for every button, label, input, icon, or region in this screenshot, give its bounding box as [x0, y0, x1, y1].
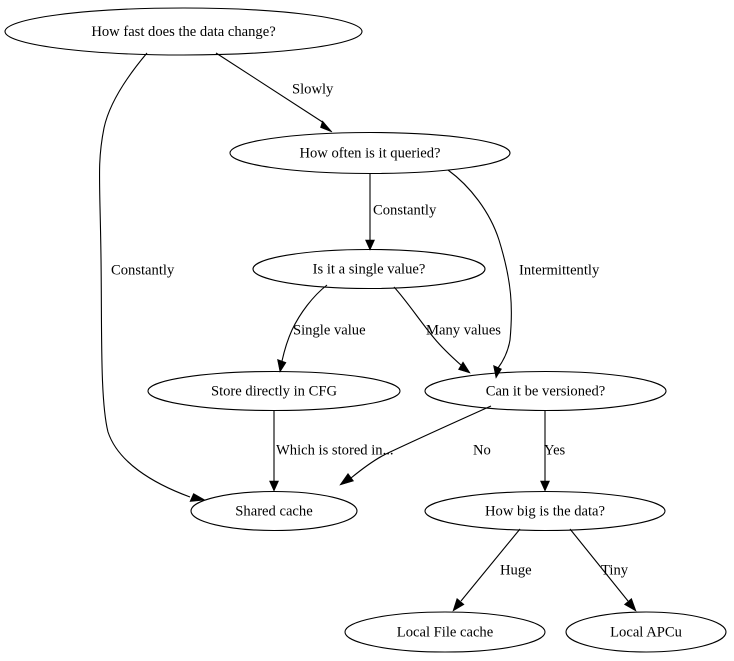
arrowhead — [269, 480, 279, 492]
edge-line — [215, 52, 325, 124]
node-shared-cache[interactable]: Shared cache — [190, 490, 358, 532]
arrowhead — [452, 597, 465, 612]
edge-versioned-to-how-big[interactable]: Yes — [540, 410, 566, 492]
node-shape — [190, 490, 358, 532]
node-shape — [565, 611, 727, 653]
node-local-file-cache[interactable]: Local File cache — [344, 611, 546, 653]
arrowhead — [189, 493, 206, 502]
edge-how-big-to-local-apcu[interactable]: Tiny — [569, 528, 637, 612]
edge-line — [569, 528, 629, 602]
node-label: Local APCu — [610, 624, 682, 640]
node-label: How fast does the data change? — [91, 24, 275, 40]
node-shape — [344, 611, 546, 653]
node-label: Store directly in CFG — [211, 383, 338, 399]
node-shape — [252, 248, 486, 290]
node-label: Shared cache — [235, 503, 312, 519]
edge-label: No — [473, 442, 491, 458]
edge-label: Single value — [293, 322, 366, 338]
arrowhead — [320, 120, 333, 133]
node-shape — [229, 131, 511, 175]
edge-line — [281, 284, 328, 362]
edge-label: Yes — [544, 442, 566, 458]
node-is-it-a-single-value[interactable]: Is it a single value? — [252, 248, 486, 290]
arrowhead — [458, 361, 471, 374]
node-how-fast-does-the-data-change[interactable]: How fast does the data change? — [4, 7, 363, 56]
arrowhead — [493, 364, 502, 379]
node-shape — [147, 370, 401, 412]
node-label: Local File cache — [397, 624, 493, 640]
node-can-it-be-versioned[interactable]: Can it be versioned? — [424, 370, 667, 412]
node-how-often-is-it-queried[interactable]: How often is it queried? — [229, 131, 511, 175]
edge-single-value-to-versioned[interactable]: Many values — [393, 286, 501, 374]
edge-single-value-to-store-cfg[interactable]: Single value — [277, 284, 366, 373]
arrowhead — [339, 472, 354, 486]
node-label: How big is the data? — [485, 503, 605, 519]
edge-how-big-to-local-file[interactable]: Huge — [452, 528, 532, 612]
edge-line — [98, 52, 191, 498]
node-how-big-is-the-data[interactable]: How big is the data? — [424, 490, 666, 532]
node-label: Is it a single value? — [313, 261, 426, 277]
edge-label: Tiny — [601, 562, 629, 578]
edge-line — [350, 405, 492, 479]
edge-versioned-to-shared-cache[interactable]: No — [339, 405, 492, 486]
arrowhead — [277, 359, 287, 373]
node-shape — [424, 370, 667, 412]
edge-line — [447, 169, 512, 369]
node-store-directly-in-cfg[interactable]: Store directly in CFG — [147, 370, 401, 412]
edge-label: Slowly — [292, 81, 334, 97]
edge-label: Many values — [426, 322, 501, 338]
arrowhead — [365, 239, 375, 251]
edge-how-fast-to-how-often[interactable]: Slowly — [215, 52, 334, 133]
node-shape — [424, 490, 666, 532]
edge-label: Intermittently — [519, 262, 600, 278]
edge-label: Huge — [500, 562, 532, 578]
edge-line — [460, 528, 521, 602]
edge-how-fast-to-shared-cache[interactable]: Constantly — [98, 52, 206, 502]
edge-how-often-to-single-value[interactable]: Constantly — [365, 173, 437, 251]
arrowhead — [623, 597, 637, 612]
arrowhead — [540, 480, 550, 492]
edge-label: Constantly — [373, 202, 437, 218]
edge-label: Constantly — [111, 262, 175, 278]
edge-line — [393, 286, 463, 367]
edge-store-cfg-to-shared-cache[interactable]: Which is stored in... — [269, 410, 394, 492]
edge-how-often-to-versioned[interactable]: Intermittently — [447, 169, 600, 379]
node-label: Can it be versioned? — [486, 383, 606, 399]
node-local-apcu[interactable]: Local APCu — [565, 611, 727, 653]
node-label: How often is it queried? — [299, 145, 440, 161]
node-shape — [4, 7, 363, 56]
edge-label: Which is stored in... — [276, 442, 394, 458]
